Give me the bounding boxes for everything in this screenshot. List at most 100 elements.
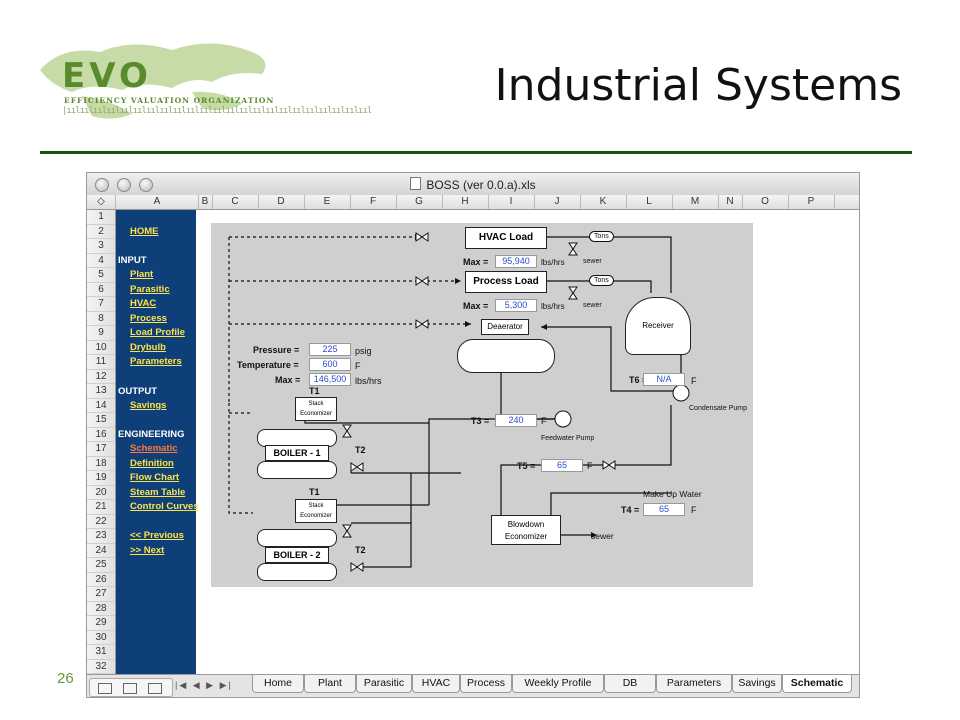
tab-schematic[interactable]: Schematic xyxy=(782,675,852,693)
navigation-panel: HOME INPUT Plant Parasitic HVAC Process … xyxy=(116,210,199,674)
row-header[interactable]: 14 xyxy=(87,399,115,413)
nav-definition-link[interactable]: Definition xyxy=(130,458,174,469)
minimize-window-button[interactable] xyxy=(117,178,131,192)
normal-view-icon[interactable] xyxy=(98,683,112,694)
nav-hvac-link[interactable]: HVAC xyxy=(130,298,157,309)
column-header[interactable]: M xyxy=(672,195,719,209)
close-window-button[interactable] xyxy=(95,178,109,192)
tab-plant[interactable]: Plant xyxy=(304,675,356,693)
column-header[interactable]: K xyxy=(580,195,627,209)
row-header[interactable]: 18 xyxy=(87,457,115,471)
row-header[interactable]: 17 xyxy=(87,442,115,457)
row-header[interactable]: 30 xyxy=(87,631,115,645)
column-header[interactable]: F xyxy=(350,195,397,209)
logo-ticks: |ıılıılıılıılıılıılıılıılıılıılıılıılııl… xyxy=(62,106,372,116)
nav-steam-table-link[interactable]: Steam Table xyxy=(130,487,186,498)
row-header[interactable]: 20 xyxy=(87,486,115,500)
tab-scroll-arrows[interactable]: |◀ ◀ ▶ ▶| xyxy=(175,680,233,690)
nav-load-profile-link[interactable]: Load Profile xyxy=(130,327,185,338)
nav-plant-link[interactable]: Plant xyxy=(130,269,154,280)
nav-parasitic-link[interactable]: Parasitic xyxy=(130,284,170,295)
zoom-window-button[interactable] xyxy=(139,178,153,192)
page-layout-view-icon[interactable] xyxy=(123,683,137,694)
tab-savings[interactable]: Savings xyxy=(732,675,782,693)
pressure-value[interactable]: 225 xyxy=(309,343,351,356)
tab-process[interactable]: Process xyxy=(460,675,512,693)
row-header[interactable]: 27 xyxy=(87,587,115,602)
boiler1-label: BOILER - 1 xyxy=(265,445,329,461)
column-header[interactable]: B xyxy=(198,195,213,209)
column-header[interactable]: E xyxy=(304,195,351,209)
boiler1-t1-label: T1 xyxy=(309,386,320,396)
row-header[interactable]: 25 xyxy=(87,558,115,573)
nav-flow-chart-link[interactable]: Flow Chart xyxy=(130,472,180,483)
boiler-max-value[interactable]: 146,500 xyxy=(309,373,351,386)
row-header[interactable]: 8 xyxy=(87,312,115,326)
nav-previous-link[interactable]: << Previous xyxy=(130,530,184,541)
t5-value[interactable]: 65 xyxy=(541,459,583,472)
nav-schematic-link[interactable]: Schematic xyxy=(130,443,178,454)
window-titlebar[interactable]: BOSS (ver 0.0.a).xls xyxy=(87,173,859,196)
nav-home-link[interactable]: HOME xyxy=(130,226,159,237)
nav-drybulb-link[interactable]: Drybulb xyxy=(130,342,166,353)
column-header[interactable]: N xyxy=(718,195,743,209)
tab-parameters[interactable]: Parameters xyxy=(656,675,732,693)
row-header[interactable]: 31 xyxy=(87,645,115,660)
column-header[interactable]: P xyxy=(788,195,835,209)
row-header[interactable]: 15 xyxy=(87,413,115,428)
row-header[interactable]: 28 xyxy=(87,602,115,616)
tab-db[interactable]: DB xyxy=(604,675,656,693)
nav-savings-link[interactable]: Savings xyxy=(130,400,167,411)
row-header[interactable]: 3 xyxy=(87,239,115,254)
row-header[interactable]: 11 xyxy=(87,355,115,370)
row-header[interactable]: 5 xyxy=(87,268,115,283)
row-header[interactable]: 16 xyxy=(87,428,115,442)
t6-value[interactable]: N/A xyxy=(643,373,685,386)
row-header[interactable]: 10 xyxy=(87,341,115,355)
row-header[interactable]: 29 xyxy=(87,616,115,631)
column-header[interactable]: A xyxy=(116,195,199,209)
tab-weekly-profile[interactable]: Weekly Profile xyxy=(512,675,604,693)
select-all-corner[interactable]: ◇ xyxy=(87,195,116,209)
evo-logo: EVO EFFICIENCY VALUATION ORGANIZATION |ı… xyxy=(22,30,372,130)
tab-hvac[interactable]: HVAC xyxy=(412,675,460,693)
column-header[interactable]: D xyxy=(258,195,305,209)
nav-process-link[interactable]: Process xyxy=(130,313,167,324)
row-header[interactable]: 9 xyxy=(87,326,115,341)
row-header[interactable]: 26 xyxy=(87,573,115,587)
process-max-value[interactable]: 5,300 xyxy=(495,299,537,312)
row-header[interactable]: 13 xyxy=(87,384,115,399)
boiler1-t2-label: T2 xyxy=(355,445,366,455)
temperature-value[interactable]: 600 xyxy=(309,358,351,371)
column-header[interactable]: J xyxy=(534,195,581,209)
tab-parasitic[interactable]: Parasitic xyxy=(356,675,412,693)
hvac-max-value[interactable]: 95,940 xyxy=(495,255,537,268)
column-header[interactable]: H xyxy=(442,195,489,209)
row-header[interactable]: 22 xyxy=(87,515,115,529)
nav-next-link[interactable]: >> Next xyxy=(130,545,165,556)
makeup-water-label: Make Up Water xyxy=(643,489,702,499)
column-header[interactable]: O xyxy=(742,195,789,209)
row-header[interactable]: 23 xyxy=(87,529,115,544)
hvac-sewer-label: sewer xyxy=(583,258,602,265)
row-header[interactable]: 21 xyxy=(87,500,115,515)
nav-parameters-link[interactable]: Parameters xyxy=(130,356,182,367)
row-header[interactable]: 24 xyxy=(87,544,115,558)
row-header[interactable]: 1 xyxy=(87,210,115,225)
row-header[interactable]: 6 xyxy=(87,283,115,297)
tab-home[interactable]: Home xyxy=(252,675,304,693)
column-header[interactable]: G xyxy=(396,195,443,209)
row-header[interactable]: 32 xyxy=(87,660,115,674)
row-header[interactable]: 2 xyxy=(87,225,115,239)
column-header[interactable]: C xyxy=(212,195,259,209)
page-break-view-icon[interactable] xyxy=(148,683,162,694)
row-header[interactable]: 4 xyxy=(87,254,115,268)
t3-value[interactable]: 240 xyxy=(495,414,537,427)
nav-control-curves-link[interactable]: Control Curves xyxy=(130,501,199,512)
row-header[interactable]: 19 xyxy=(87,471,115,486)
column-header[interactable]: I xyxy=(488,195,535,209)
row-header[interactable]: 7 xyxy=(87,297,115,312)
column-header[interactable]: L xyxy=(626,195,673,209)
row-header[interactable]: 12 xyxy=(87,370,115,384)
t4-value[interactable]: 65 xyxy=(643,503,685,516)
